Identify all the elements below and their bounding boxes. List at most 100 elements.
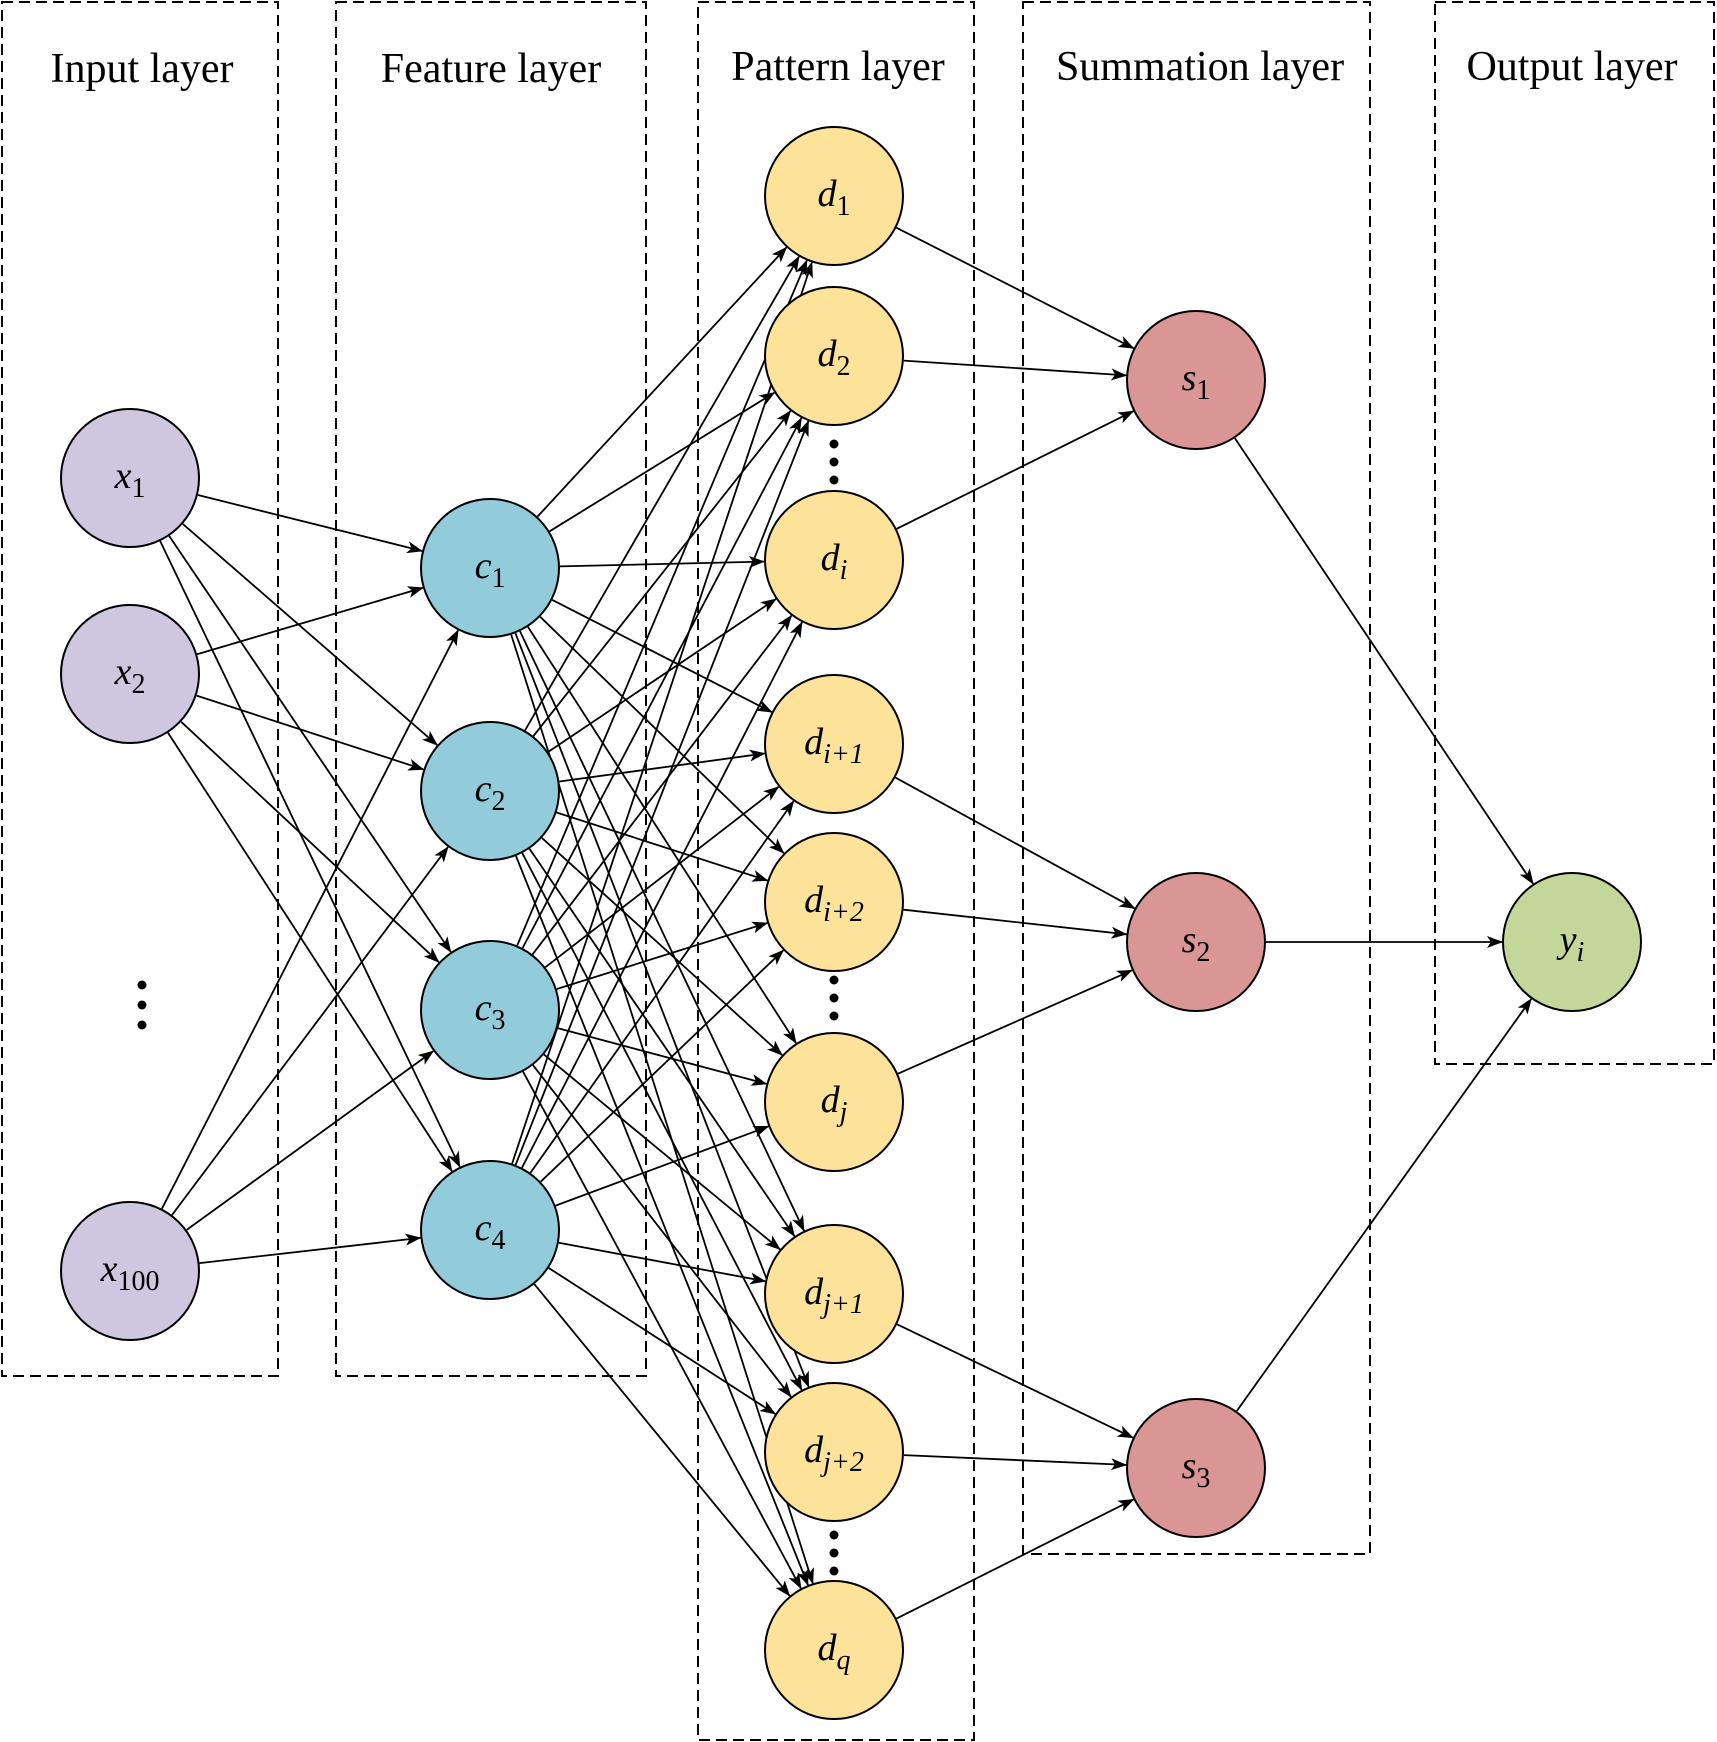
node-label-base: d xyxy=(818,1627,838,1669)
node-label-x2: x2 xyxy=(114,651,146,700)
summation-layer-box xyxy=(1022,1,1371,1555)
edge-c4-dj xyxy=(555,1125,770,1207)
edge-c1-dj2 xyxy=(514,632,810,1388)
node-s3: s3 xyxy=(1126,1398,1266,1538)
node-circle-dj1 xyxy=(764,1224,904,1364)
node-label-subscript: 1 xyxy=(1196,375,1210,406)
node-label-base: s xyxy=(1182,919,1197,961)
pattern-layer-title: Pattern layer xyxy=(731,44,944,90)
edge-x100-c2 xyxy=(171,846,449,1216)
node-label-subscript: j xyxy=(837,1097,848,1128)
edge-d1-s1 xyxy=(895,226,1135,350)
edge-c2-dj xyxy=(541,837,783,1056)
node-yi: yi xyxy=(1502,872,1642,1012)
node-label-d1: d1 xyxy=(818,173,851,222)
feature-layer-title: Feature layer xyxy=(381,46,601,92)
edge-c4-dj1 xyxy=(558,1241,767,1285)
edge-di1-s2 xyxy=(894,776,1136,910)
edge-c4-di xyxy=(521,621,803,1169)
node-label-base: d xyxy=(821,1079,841,1121)
edge-c2-d1 xyxy=(524,255,800,731)
node-circle-c4 xyxy=(420,1160,560,1300)
edge-dj1-s3 xyxy=(896,1323,1134,1439)
node-label-x1: x1 xyxy=(114,455,146,504)
edge-c2-di2 xyxy=(556,811,769,882)
node-label-di1: di+1 xyxy=(804,721,864,770)
edge-c3-dq xyxy=(522,1071,802,1590)
node-label-subscript: i+2 xyxy=(823,897,864,928)
node-label-subscript: q xyxy=(837,1645,851,1676)
edge-c1-d1 xyxy=(536,246,788,518)
node-circle-dq xyxy=(764,1580,904,1720)
edge-d2-s1 xyxy=(903,359,1128,381)
node-circle-d1 xyxy=(764,126,904,266)
edge-di-s1 xyxy=(896,410,1135,530)
node-circle-x1 xyxy=(60,408,200,548)
edge-x1-c4 xyxy=(159,540,461,1168)
edge-c2-di1 xyxy=(559,749,766,783)
edge-s1-yi xyxy=(1234,437,1534,885)
node-di1: di+1 xyxy=(764,674,904,814)
node-dj1: dj+1 xyxy=(764,1224,904,1364)
node-label-base: d xyxy=(804,1429,824,1471)
edge-c4-di2 xyxy=(540,949,785,1183)
edge-c3-dj1 xyxy=(543,1053,781,1251)
edge-c2-dj2 xyxy=(521,852,803,1391)
pattern-ellipsis-2 xyxy=(829,975,839,1021)
nodes: x1x2x100c1c2c3c4d1d2didi+1di+2djdj+1dj+2… xyxy=(60,126,1642,1720)
node-label-base: d xyxy=(818,333,838,375)
node-circle-c3 xyxy=(420,940,560,1080)
edge-c4-d2 xyxy=(514,420,810,1166)
node-label-subscript: j+2 xyxy=(820,1447,864,1478)
node-circle-dj xyxy=(764,1032,904,1172)
edge-dj-s2 xyxy=(897,969,1133,1075)
node-label-d2: d2 xyxy=(818,333,851,382)
edges xyxy=(159,226,1534,1620)
node-label-c3: c3 xyxy=(475,987,506,1036)
node-label-di2: di+2 xyxy=(804,879,864,928)
node-label-base: c xyxy=(475,768,492,810)
node-circle-di xyxy=(764,490,904,630)
edge-x2-c3 xyxy=(180,721,440,963)
edge-c4-d1 xyxy=(511,261,813,1164)
node-label-subscript: 2 xyxy=(837,351,851,382)
node-label-dj1: dj+1 xyxy=(804,1271,864,1320)
node-di2: di+2 xyxy=(764,832,904,972)
node-label-base: x xyxy=(100,1248,118,1290)
node-dj: dj xyxy=(764,1032,904,1172)
edge-c1-di xyxy=(559,555,765,568)
node-label-base: x xyxy=(114,455,132,497)
node-label-s2: s2 xyxy=(1182,919,1211,968)
edge-c2-dj1 xyxy=(528,848,796,1238)
edge-c3-di xyxy=(531,614,793,955)
node-label-base: d xyxy=(804,879,824,921)
edge-c4-di1 xyxy=(529,800,795,1174)
node-label-dj2: dj+2 xyxy=(804,1429,864,1478)
edge-x2-c2 xyxy=(196,694,425,771)
input-layer-box xyxy=(1,1,279,1377)
node-label-subscript: 1 xyxy=(131,473,145,504)
output-layer-box xyxy=(1434,1,1715,1065)
node-label-subscript: 3 xyxy=(1196,1463,1210,1494)
edge-x100-c3 xyxy=(186,1050,435,1231)
edge-x100-c4 xyxy=(199,1233,422,1264)
edge-x2-c4 xyxy=(167,732,453,1173)
edge-x1-c2 xyxy=(182,523,438,746)
edge-c4-dj2 xyxy=(548,1267,777,1415)
node-circle-di1 xyxy=(764,674,904,814)
edge-x2-c1 xyxy=(196,586,424,656)
node-label-di: di xyxy=(821,537,848,586)
node-circle-x100 xyxy=(60,1201,200,1341)
node-label-base: d xyxy=(818,173,838,215)
node-label-s1: s1 xyxy=(1182,357,1211,406)
node-label-subscript: i xyxy=(1577,937,1585,968)
node-label-c1: c1 xyxy=(475,545,506,594)
node-label-dq: dq xyxy=(818,1627,851,1676)
edge-x100-c1 xyxy=(161,629,459,1210)
node-c4: c4 xyxy=(420,1160,560,1300)
edge-c1-dq xyxy=(510,634,814,1585)
edge-c4-dq xyxy=(533,1283,791,1597)
node-label-base: y xyxy=(1556,919,1577,961)
edge-x1-c1 xyxy=(197,494,424,554)
edge-c2-dq xyxy=(515,855,809,1586)
